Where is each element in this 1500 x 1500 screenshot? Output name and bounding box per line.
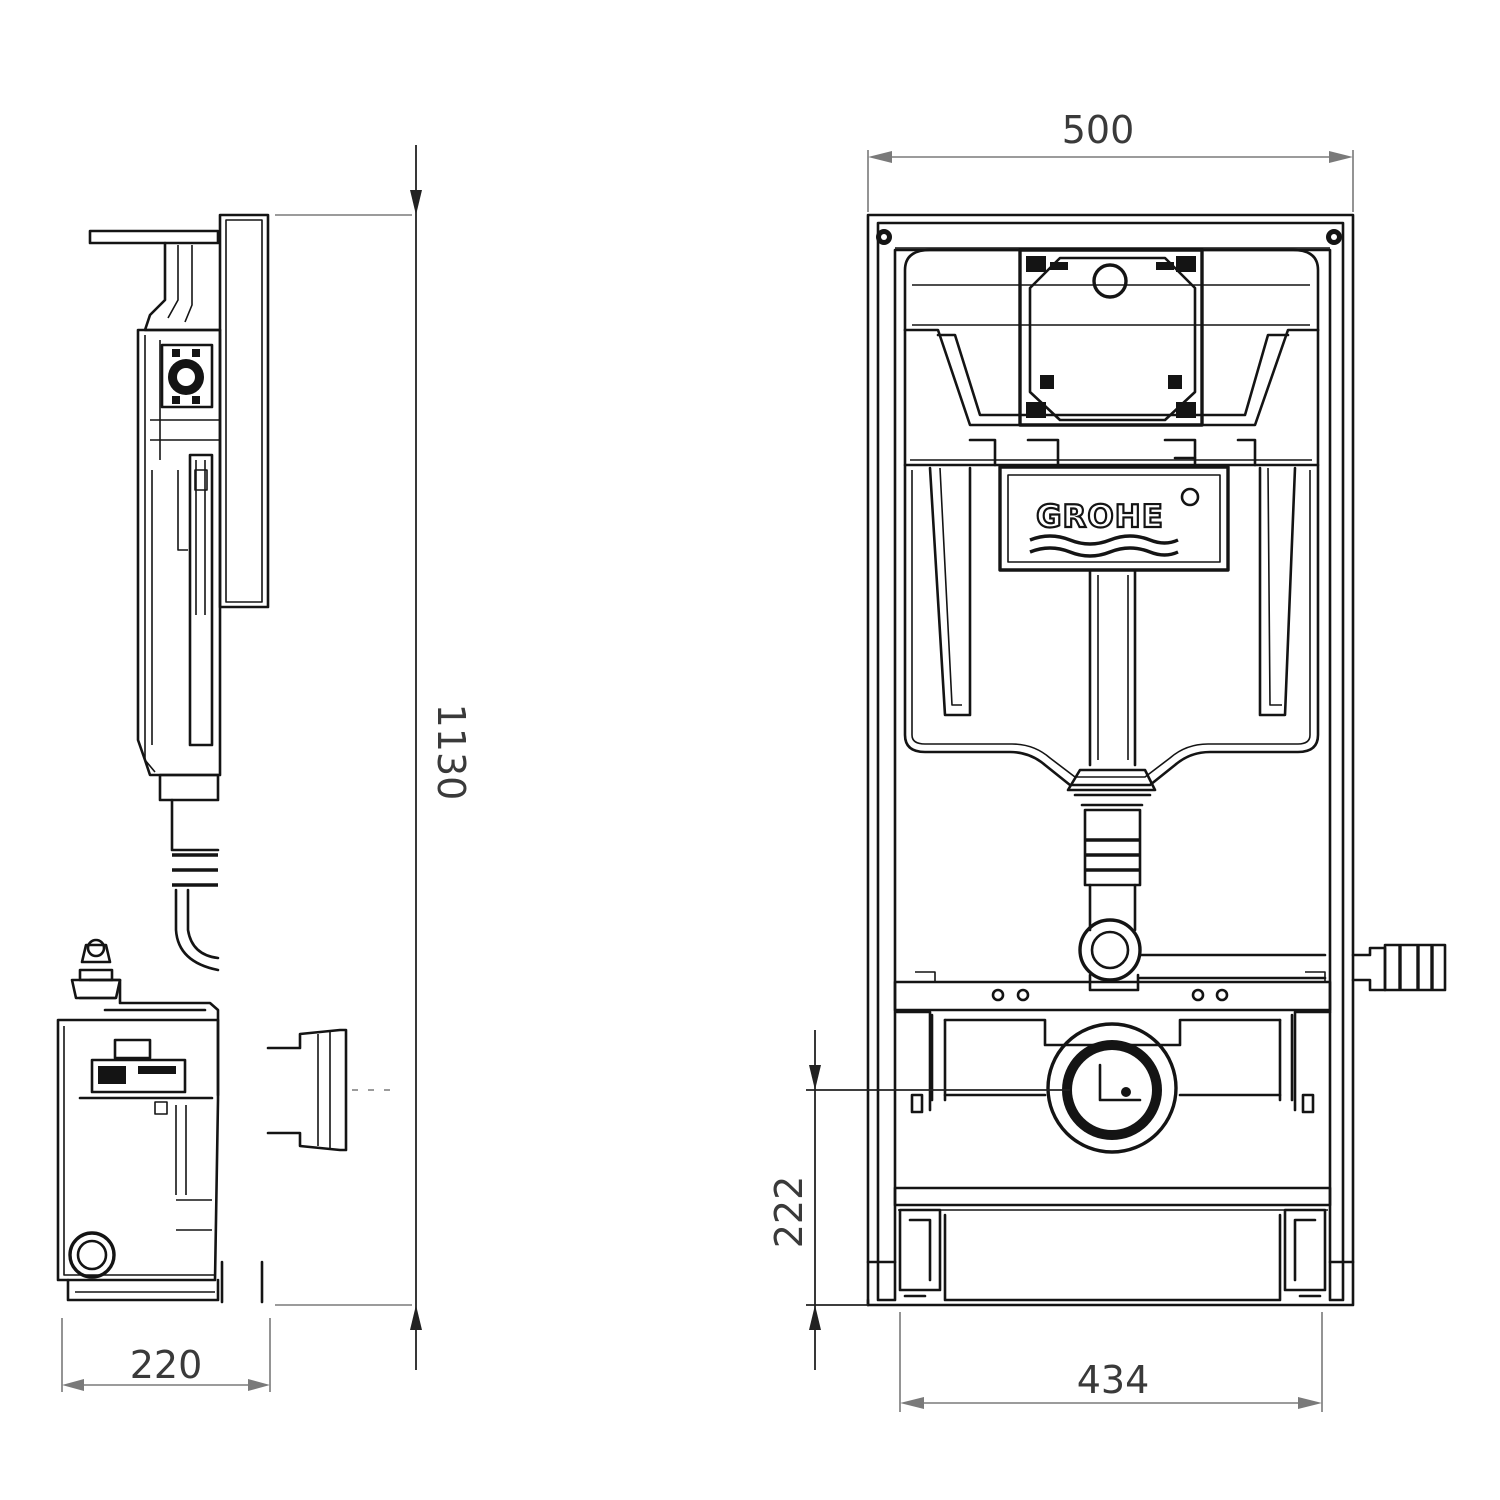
dim-height-label: 1130 — [429, 704, 473, 801]
front-logo-plate — [998, 465, 1230, 572]
front-pipe-elbow — [1078, 918, 1142, 982]
front-external-connector — [1351, 946, 1387, 992]
side-outlet-collar — [158, 773, 220, 802]
front-cistern-body — [903, 463, 1320, 787]
front-foot-right — [1283, 1208, 1327, 1292]
front-foot-left — [898, 1208, 942, 1292]
side-pipe-bend — [174, 888, 220, 972]
side-view — [56, 213, 400, 1304]
dimension-inner-width: 434 — [899, 1312, 1323, 1412]
side-drain-outlet — [68, 1231, 116, 1279]
front-view: GROHE — [866, 213, 1447, 1307]
dimension-height: 1130 — [275, 145, 473, 1370]
side-top-plate — [88, 229, 220, 245]
side-waste-connector — [266, 1028, 348, 1152]
dimension-depth: 220 — [61, 1318, 271, 1392]
side-frame-board — [218, 213, 270, 609]
front-cistern-top — [903, 248, 1320, 332]
side-cistern — [136, 328, 222, 777]
front-flush-pipe — [1088, 568, 1137, 767]
dim-inner-width-label: 434 — [1077, 1358, 1150, 1402]
dim-width-label: 500 — [1062, 108, 1135, 152]
front-service-opening — [1018, 248, 1204, 427]
front-outer-frame — [866, 213, 1355, 1307]
side-lower-box — [56, 1018, 220, 1282]
logo-wave — [1029, 534, 1179, 546]
dimension-outlet-height: 222 — [767, 1030, 1070, 1370]
brand-logo: GROHE — [1036, 499, 1164, 535]
dimension-width: 500 — [867, 108, 1354, 212]
front-lower-crossbar — [893, 1186, 1332, 1207]
dim-depth-label: 220 — [130, 1343, 203, 1387]
side-flush-rod — [188, 453, 214, 747]
dim-outlet-height-label: 222 — [767, 1176, 811, 1249]
front-mid-crossbar — [893, 980, 1332, 1012]
front-supply-pipe — [1138, 953, 1327, 980]
side-inlet-block — [160, 343, 214, 409]
